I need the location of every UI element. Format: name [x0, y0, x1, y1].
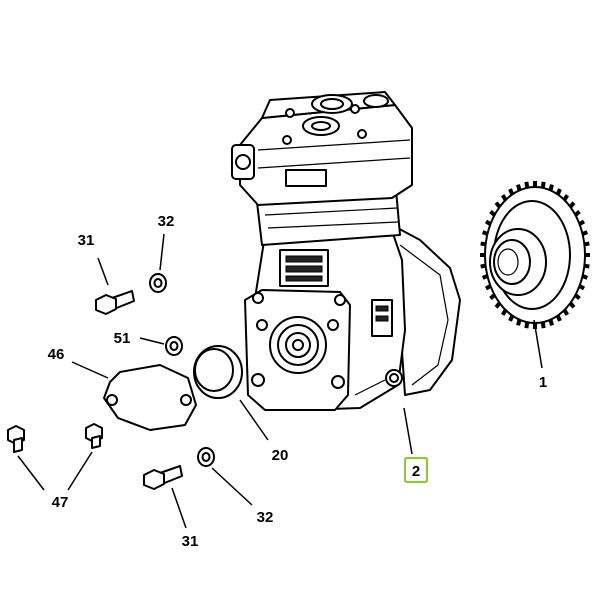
bolt-icon[interactable] — [143, 465, 183, 490]
cap-seal-icon[interactable] — [193, 345, 243, 399]
leader-lines — [17, 233, 543, 529]
callout-2[interactable]: 2 — [412, 463, 420, 480]
callout-32-bottom[interactable]: 32 — [257, 509, 274, 526]
cover-plate-icon[interactable] — [103, 364, 197, 431]
bolt-icon[interactable] — [95, 290, 135, 315]
callout-47[interactable]: 47 — [52, 494, 69, 511]
bolt-icon[interactable] — [85, 423, 103, 449]
gear-icon[interactable] — [480, 181, 590, 329]
washer-icon[interactable] — [165, 336, 183, 356]
callout-31-bottom[interactable]: 31 — [182, 533, 199, 550]
callout-51[interactable]: 51 — [114, 330, 131, 347]
compressor-icon[interactable] — [231, 91, 461, 411]
callout-1[interactable]: 1 — [539, 374, 547, 391]
callout-20[interactable]: 20 — [272, 447, 289, 464]
bolt-icon[interactable] — [7, 425, 25, 453]
washer-icon[interactable] — [149, 273, 167, 293]
callout-32-top[interactable]: 32 — [158, 213, 175, 230]
washer-icon[interactable] — [197, 447, 215, 467]
callout-labels: 31 32 51 46 47 20 31 32 1 2 — [48, 213, 548, 550]
callout-46[interactable]: 46 — [48, 346, 65, 363]
callout-31-top[interactable]: 31 — [78, 232, 95, 249]
selected-callout-highlight[interactable] — [403, 456, 429, 484]
